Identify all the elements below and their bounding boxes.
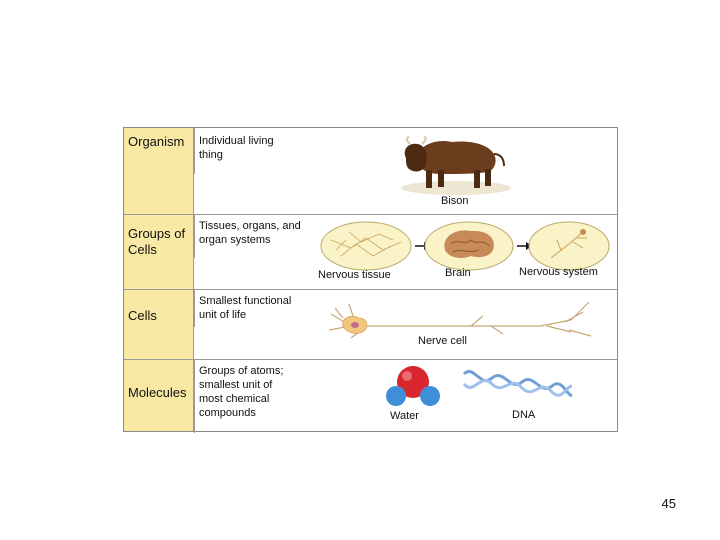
caption-brain: Brain [445, 267, 471, 279]
brain-image [424, 221, 514, 271]
level-label-molecules: Molecules [128, 385, 187, 400]
description-divider [194, 289, 195, 327]
water-molecule-image [386, 366, 440, 406]
level-description-molecules: Groups of atoms; smallest unit of most c… [199, 365, 284, 419]
level-label-column [124, 128, 194, 431]
level-label-organism: Organism [128, 134, 185, 149]
nervous-tissue-image [320, 221, 412, 271]
level-description-cells: Smallest functional unit of life [199, 295, 292, 321]
caption-water: Water [390, 410, 419, 422]
level-label-groups-of-cells: Groups of Cells [128, 226, 186, 257]
level-description-organism: Individual living thing [199, 135, 274, 161]
row-divider [124, 214, 617, 215]
description-divider [194, 359, 195, 433]
caption-bison: Bison [441, 195, 469, 207]
description-divider [194, 128, 195, 174]
level-description-groups-of-cells: Tissues, organs, and organ systems [199, 220, 301, 246]
caption-nervous-system: Nervous system [519, 266, 598, 278]
dna-image [462, 370, 573, 398]
description-divider [194, 214, 195, 258]
caption-nerve-cell: Nerve cell [418, 335, 467, 347]
levels-of-organization-diagram: Organism Individual living thing Bison G… [123, 127, 618, 433]
row-divider [124, 359, 617, 360]
nerve-cell-image [328, 301, 592, 339]
nervous-system-image [528, 221, 610, 271]
caption-dna: DNA [512, 409, 536, 421]
row-divider [124, 289, 617, 290]
bison-image [401, 136, 511, 195]
caption-nervous-tissue: Nervous tissue [318, 269, 391, 281]
groups-of-cells-images [320, 221, 610, 271]
page-number: 45 [661, 496, 676, 511]
level-label-cells: Cells [128, 308, 157, 323]
